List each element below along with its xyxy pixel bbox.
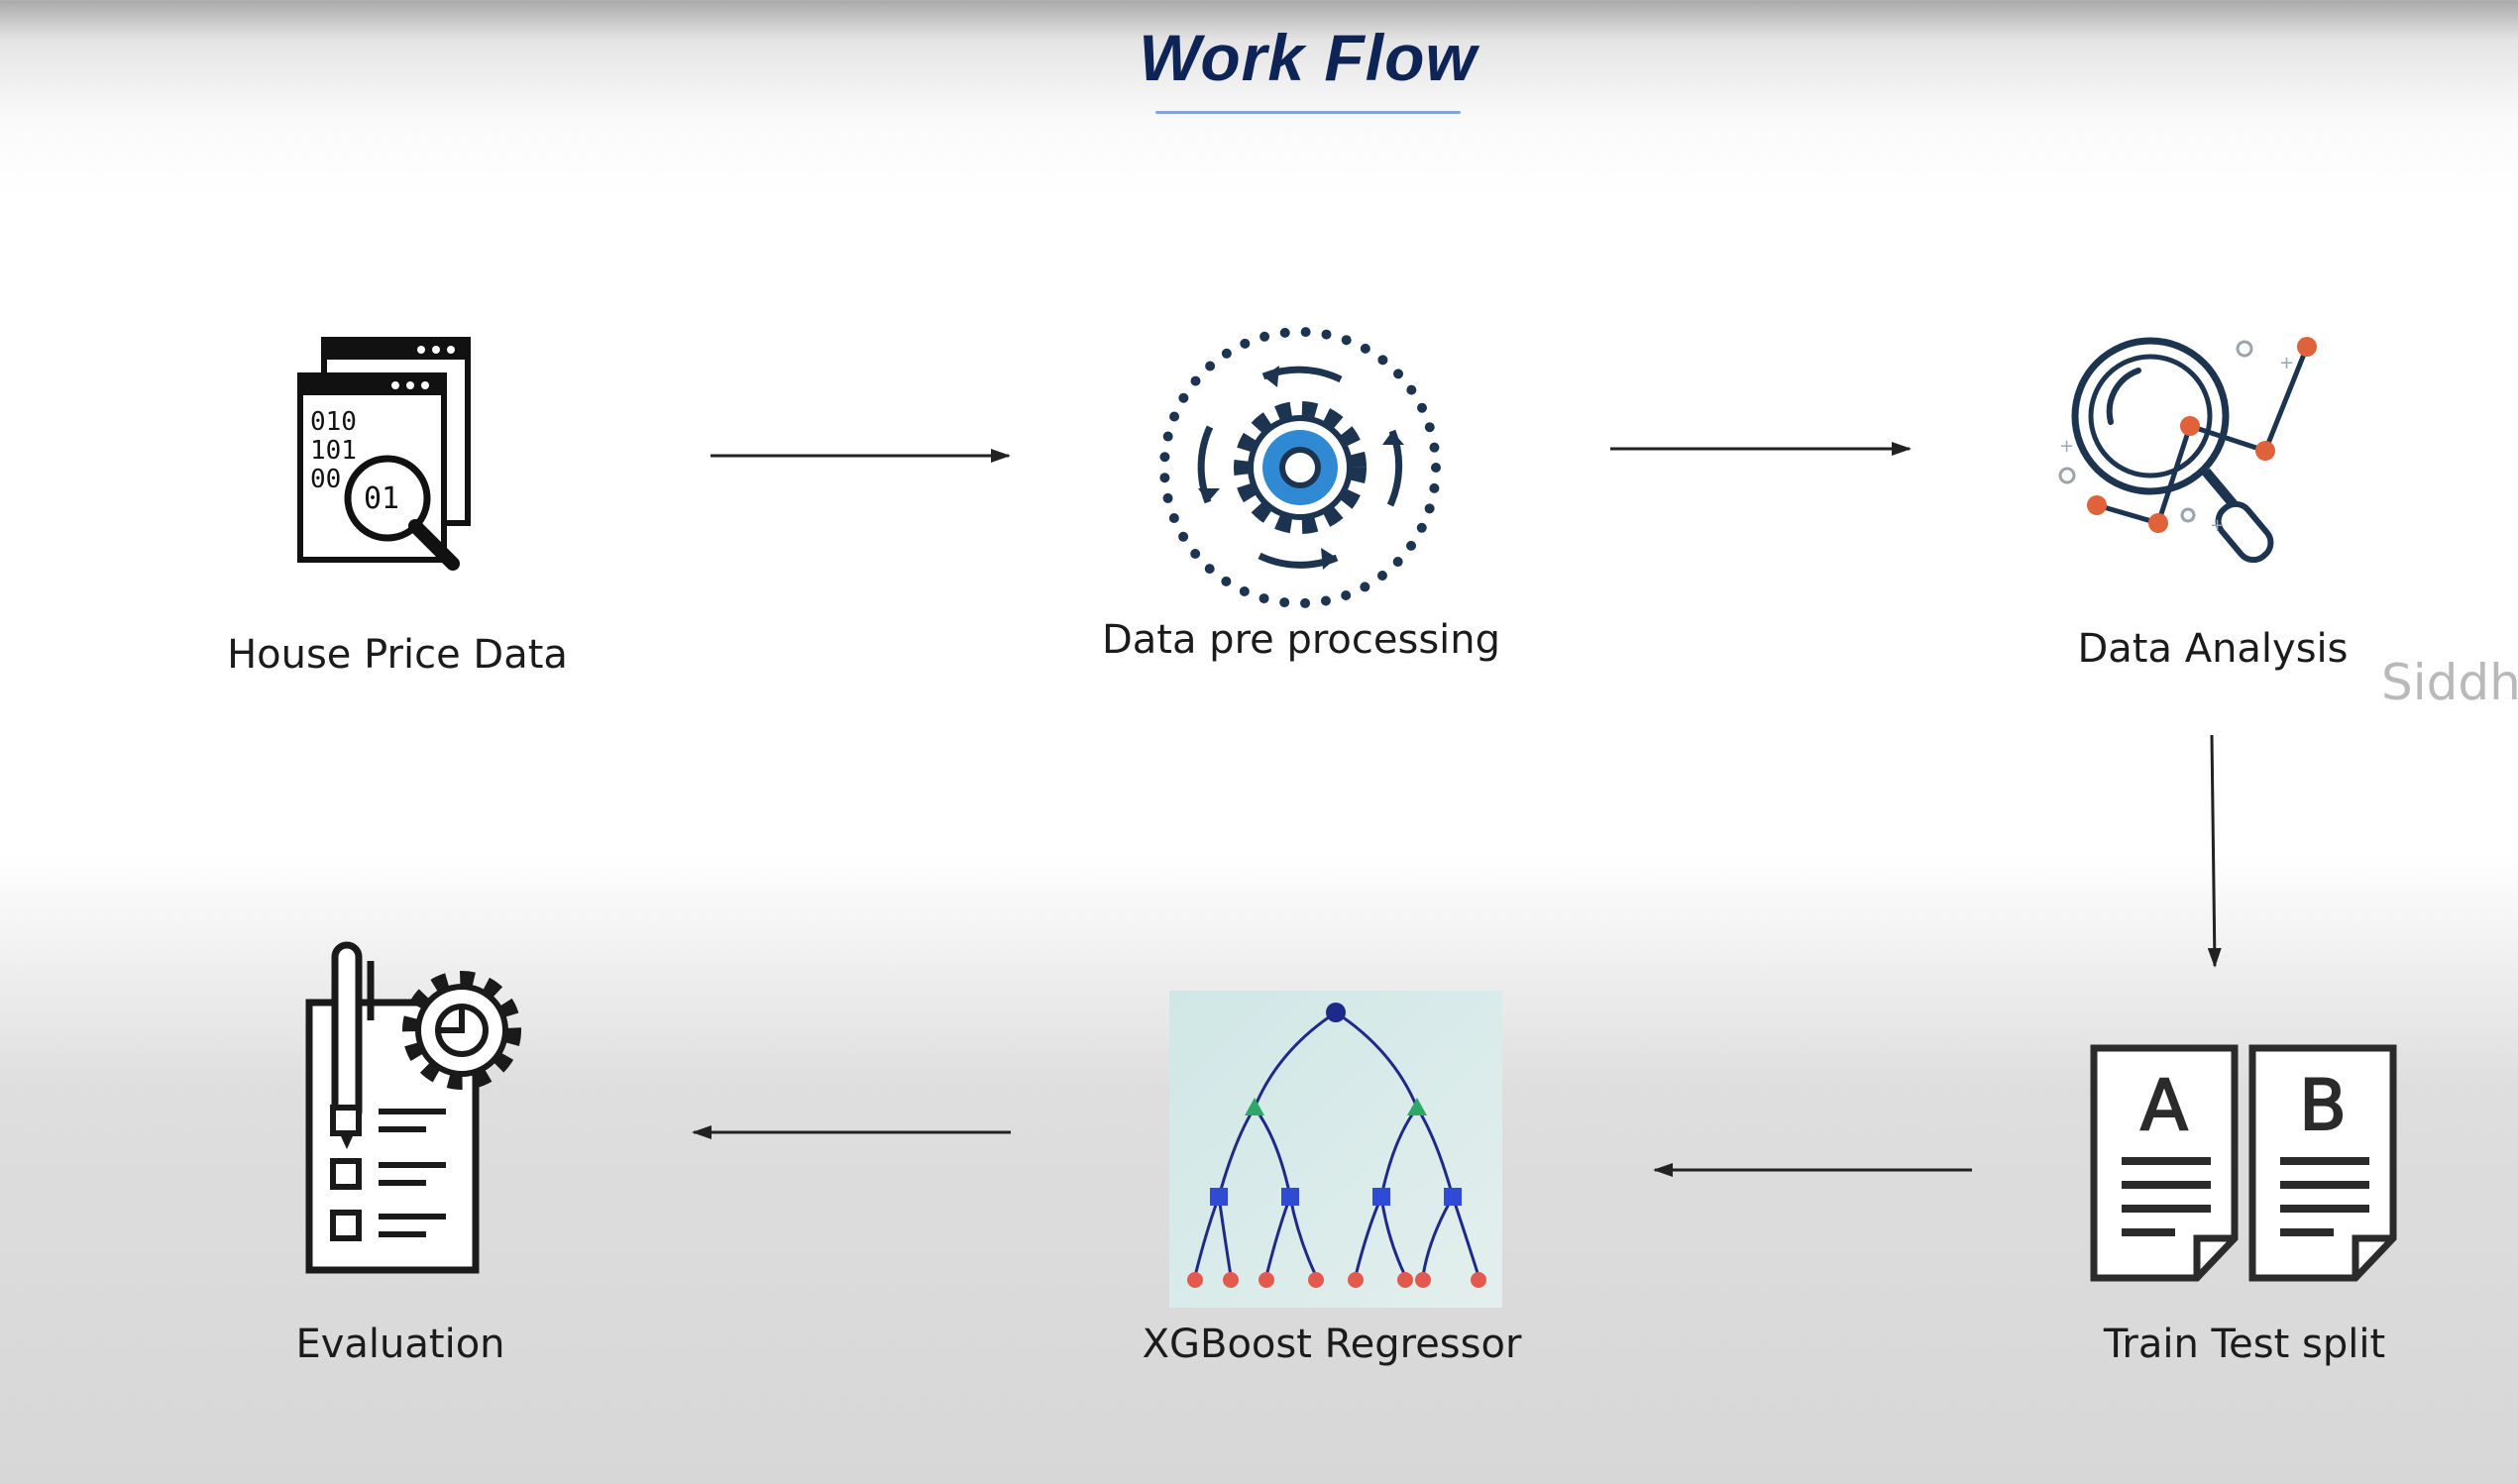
data-search-icon: 010 101 00 01 — [297, 337, 471, 571]
svg-text:+: + — [2279, 353, 2294, 373]
svg-text:+: + — [2059, 436, 2074, 457]
step-label: XGBoost Regressor — [1142, 1322, 1522, 1367]
arrow-analysis-to-split — [2207, 734, 2222, 968]
gear-cycle-icon — [1159, 327, 1441, 608]
magnifier-chart-icon: + + + — [2058, 337, 2317, 564]
title-underline — [1155, 111, 1461, 114]
lens-text: 01 — [364, 481, 399, 516]
step-label: Data Analysis — [2077, 626, 2349, 672]
ab-documents-icon: A B — [2090, 1044, 2397, 1282]
binary-row-3: 00 — [310, 465, 341, 494]
doc-b-letter: B — [2299, 1065, 2347, 1146]
doc-a-letter: A — [2140, 1065, 2188, 1146]
watermark-text: Siddha — [2381, 654, 2518, 711]
step-label: Evaluation — [295, 1322, 505, 1367]
step-label: Data pre processing — [1101, 617, 1501, 663]
step-label: House Price Data — [227, 632, 568, 678]
binary-row-1: 010 — [310, 407, 357, 437]
svg-text:+: + — [2210, 515, 2225, 536]
checklist-gear-icon — [305, 941, 521, 1274]
page-title: Work Flow — [1139, 21, 1478, 94]
step-label: Train Test split — [2103, 1322, 2386, 1367]
binary-row-2: 101 — [310, 436, 357, 466]
decision-tree-icon — [1169, 991, 1502, 1308]
